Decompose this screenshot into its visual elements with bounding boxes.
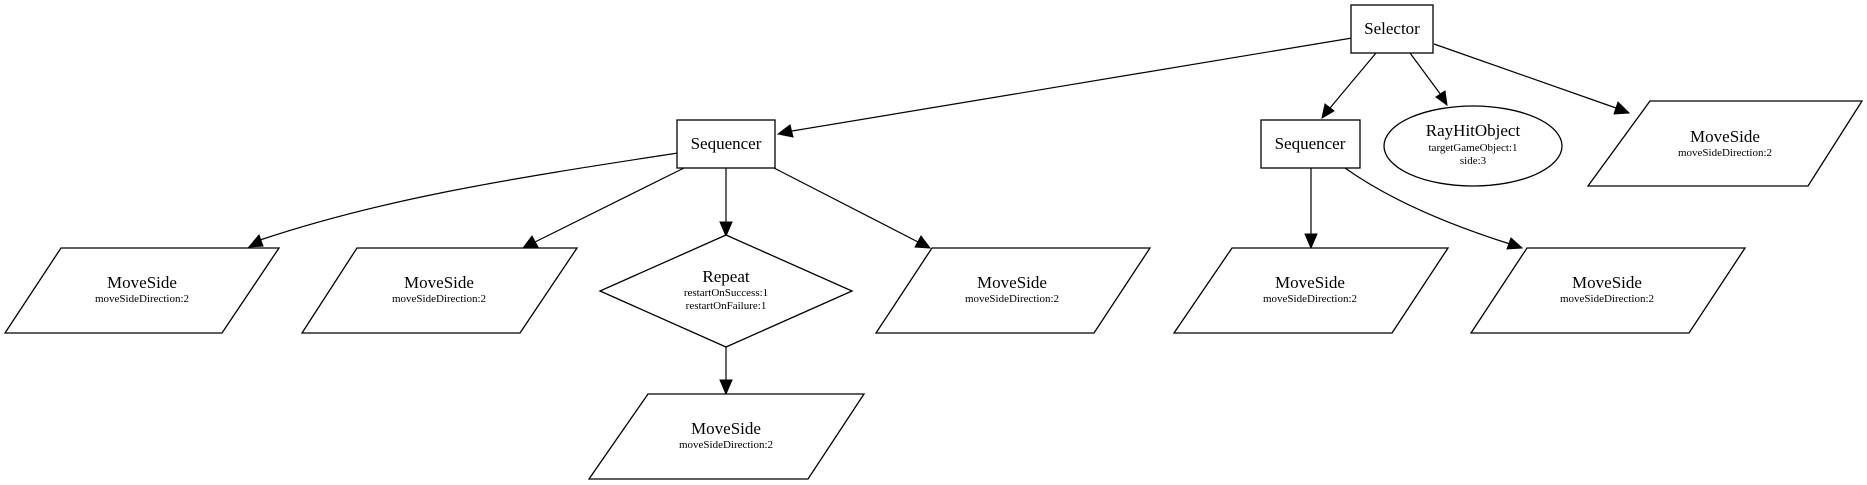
arrowhead [521, 235, 539, 249]
node-box [676, 119, 776, 169]
node-title: Sequencer [1275, 134, 1346, 153]
arrowhead [1304, 233, 1318, 250]
node-param: targetGameObject:1 [1429, 142, 1518, 154]
node-param: moveSideDirection:2 [965, 293, 1059, 305]
arrowhead [247, 234, 264, 248]
node-param: moveSideDirection:2 [1560, 293, 1654, 305]
edge-seqleft-moveside-2 [534, 167, 685, 243]
arrowhead [719, 221, 733, 238]
node-param: side:3 [1460, 155, 1487, 167]
node-parallelogram [3, 247, 281, 334]
node-title: MoveSide [107, 273, 177, 292]
edge-selector-sequencer-right [1329, 52, 1377, 109]
node-moveside-right-1: MoveSide moveSideDirection:2 [1172, 247, 1450, 334]
node-moveside-left-4: MoveSide moveSideDirection:2 [874, 247, 1152, 334]
edge-seqleft-moveside-1 [259, 152, 679, 241]
node-sequencer-left: Sequencer [676, 119, 776, 169]
node-moveside-left-2: MoveSide moveSideDirection:2 [300, 247, 579, 334]
node-parallelogram [1469, 247, 1747, 334]
edge-selector-moveside-top [1433, 43, 1617, 109]
node-parallelogram [1586, 100, 1864, 187]
node-title: RayHitObject [1426, 121, 1521, 140]
node-title: MoveSide [1275, 273, 1345, 292]
node-rayhitobject: RayHitObject targetGameObject:1 side:3 [1383, 105, 1563, 187]
node-title: MoveSide [404, 273, 474, 292]
node-parallelogram [587, 393, 866, 480]
node-param: moveSideDirection:2 [679, 439, 773, 451]
arrowhead [1613, 101, 1631, 115]
edge-seqleft-moveside-4 [773, 167, 919, 243]
edge-selector-rayhit [1409, 52, 1442, 96]
node-moveside-left-1: MoveSide moveSideDirection:2 [3, 247, 281, 334]
node-box [1260, 119, 1361, 169]
edge-selector-sequencer-left [791, 37, 1353, 132]
edge-seqright-moveside-2 [1344, 167, 1511, 245]
node-parallelogram [874, 247, 1152, 334]
node-param: moveSideDirection:2 [1678, 147, 1772, 159]
node-ellipse [1383, 105, 1563, 187]
node-param: moveSideDirection:2 [1263, 293, 1357, 305]
arrowhead [1435, 90, 1448, 107]
node-title: MoveSide [977, 273, 1047, 292]
node-repeat: Repeat restartOnSuccess:1 restartOnFailu… [598, 234, 854, 348]
arrowhead [776, 124, 794, 138]
node-parallelogram [1172, 247, 1450, 334]
node-title: MoveSide [691, 419, 761, 438]
node-moveside-top-right: MoveSide moveSideDirection:2 [1586, 100, 1864, 187]
arrowhead [719, 379, 733, 396]
arrowhead [914, 235, 932, 249]
edges [247, 37, 1631, 396]
node-title: Selector [1364, 19, 1420, 38]
node-title: Repeat [702, 267, 749, 286]
node-title: MoveSide [1572, 273, 1642, 292]
node-param: moveSideDirection:2 [392, 293, 486, 305]
node-sequencer-right: Sequencer [1260, 119, 1361, 169]
node-param: moveSideDirection:2 [95, 293, 189, 305]
node-diamond [598, 234, 854, 348]
node-param: restartOnFailure:1 [686, 300, 767, 312]
node-box [1350, 4, 1434, 54]
node-moveside-right-2: MoveSide moveSideDirection:2 [1469, 247, 1747, 334]
node-title: MoveSide [1690, 127, 1760, 146]
arrowhead [1321, 103, 1335, 120]
node-selector: Selector [1350, 4, 1434, 54]
node-param: restartOnSuccess:1 [684, 287, 768, 299]
arrowhead [1506, 237, 1524, 250]
node-title: Sequencer [691, 134, 762, 153]
node-parallelogram [300, 247, 579, 334]
node-moveside-repeat-child: MoveSide moveSideDirection:2 [587, 393, 866, 480]
